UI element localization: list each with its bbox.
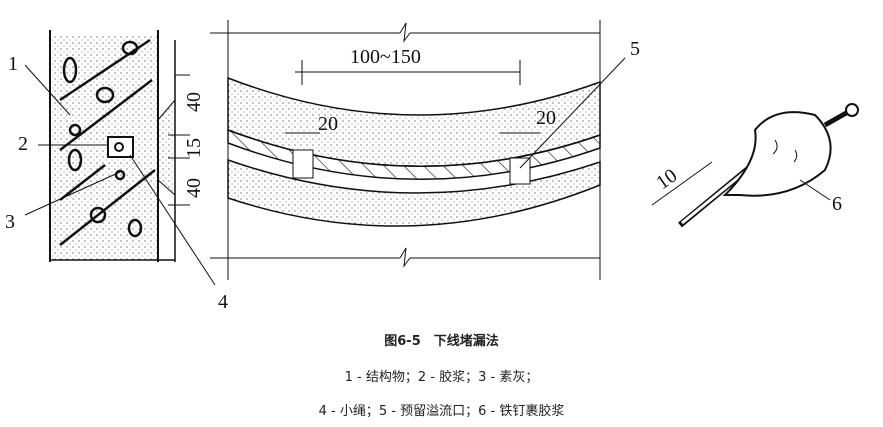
dim-40-top: 40 (183, 92, 205, 112)
leak-plugging-diagram: 40 15 40 1 2 3 4 100~150 20 20 5 (5, 20, 859, 313)
legend-line-2: 4 - 小绳；5 - 预留溢流口；6 - 铁钉裹胶浆 (318, 404, 565, 419)
label-1: 1 (8, 53, 18, 75)
label-4: 4 (218, 291, 228, 313)
figure-title: 图6-5 下线堵漏法 (384, 334, 499, 349)
label-5: 5 (630, 38, 640, 60)
dim-20-left: 20 (318, 113, 338, 135)
dim-20-right: 20 (536, 107, 556, 129)
dim-100-150: 100~150 (350, 46, 421, 68)
legend-line-1: 1 - 结构物；2 - 胶浆；3 - 素灰； (344, 370, 539, 385)
dim-15: 15 (183, 138, 205, 158)
dim-40-bottom: 40 (183, 178, 205, 198)
wall-section: 40 15 40 1 2 3 4 (5, 30, 228, 313)
label-3: 3 (5, 211, 15, 233)
label-2: 2 (18, 133, 28, 155)
label-6: 6 (832, 193, 842, 215)
paste-plug (107, 136, 134, 158)
nail-with-paste: 10 6 (651, 103, 859, 228)
plan-view: 100~150 20 20 5 (210, 20, 640, 280)
dim-10: 10 (652, 165, 681, 194)
